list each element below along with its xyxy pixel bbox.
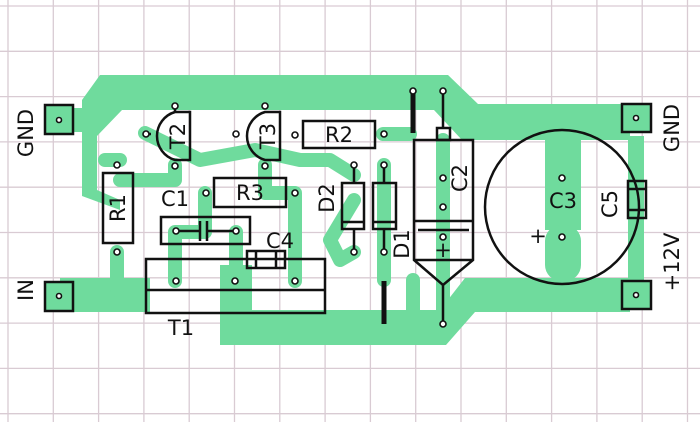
resistor-r1[interactable]: R1 bbox=[101, 161, 135, 256]
label-r1: R1 bbox=[106, 194, 130, 222]
capacitor-c1[interactable]: C1 bbox=[159, 187, 252, 246]
polarity-mark-c2: + bbox=[434, 238, 452, 262]
label-c3: C3 bbox=[549, 189, 577, 213]
capacitor-c3[interactable]: C3 + bbox=[483, 128, 641, 286]
label-t3: T3 bbox=[256, 123, 280, 150]
label-r2: R2 bbox=[325, 123, 353, 147]
pad-gnd-right[interactable] bbox=[620, 102, 653, 134]
resistor-r3[interactable]: R3 bbox=[202, 176, 299, 209]
label-d2: D2 bbox=[315, 183, 339, 213]
terminal-label-gnd-right: GND bbox=[660, 104, 684, 152]
label-t2: T2 bbox=[166, 123, 190, 150]
terminal-label-in: IN bbox=[14, 279, 38, 301]
capacitor-c2[interactable]: C2 + bbox=[412, 87, 475, 328]
label-c5: C5 bbox=[598, 190, 622, 218]
label-r3: R3 bbox=[236, 181, 264, 205]
resistor-r2[interactable]: R2 bbox=[291, 119, 388, 150]
pad-12v[interactable] bbox=[620, 279, 653, 311]
jumper-pin bbox=[409, 87, 417, 95]
pad-gnd-left[interactable] bbox=[43, 103, 75, 136]
label-c4: C4 bbox=[266, 229, 294, 253]
label-c1: C1 bbox=[161, 187, 189, 211]
capacitor-c5[interactable]: C5 bbox=[598, 179, 648, 220]
capacitor-c4[interactable]: C4 bbox=[245, 229, 294, 270]
polarity-mark-c3: + bbox=[529, 224, 547, 248]
transistor-t3[interactable]: T3 bbox=[232, 102, 282, 170]
diode-d1[interactable]: D1 bbox=[371, 161, 414, 259]
pads bbox=[43, 102, 653, 313]
pad-in[interactable] bbox=[43, 280, 75, 313]
terminal-label-gnd-left: GND bbox=[14, 109, 38, 157]
diode-d2[interactable]: D2 bbox=[315, 161, 366, 256]
label-t1: T1 bbox=[167, 316, 194, 340]
label-d1: D1 bbox=[390, 229, 414, 259]
label-c2: C2 bbox=[448, 164, 472, 192]
transistor-t2[interactable]: T2 bbox=[142, 102, 192, 170]
transistor-t1[interactable]: T1 bbox=[144, 257, 327, 340]
terminal-label-12v: +12V bbox=[660, 232, 684, 291]
